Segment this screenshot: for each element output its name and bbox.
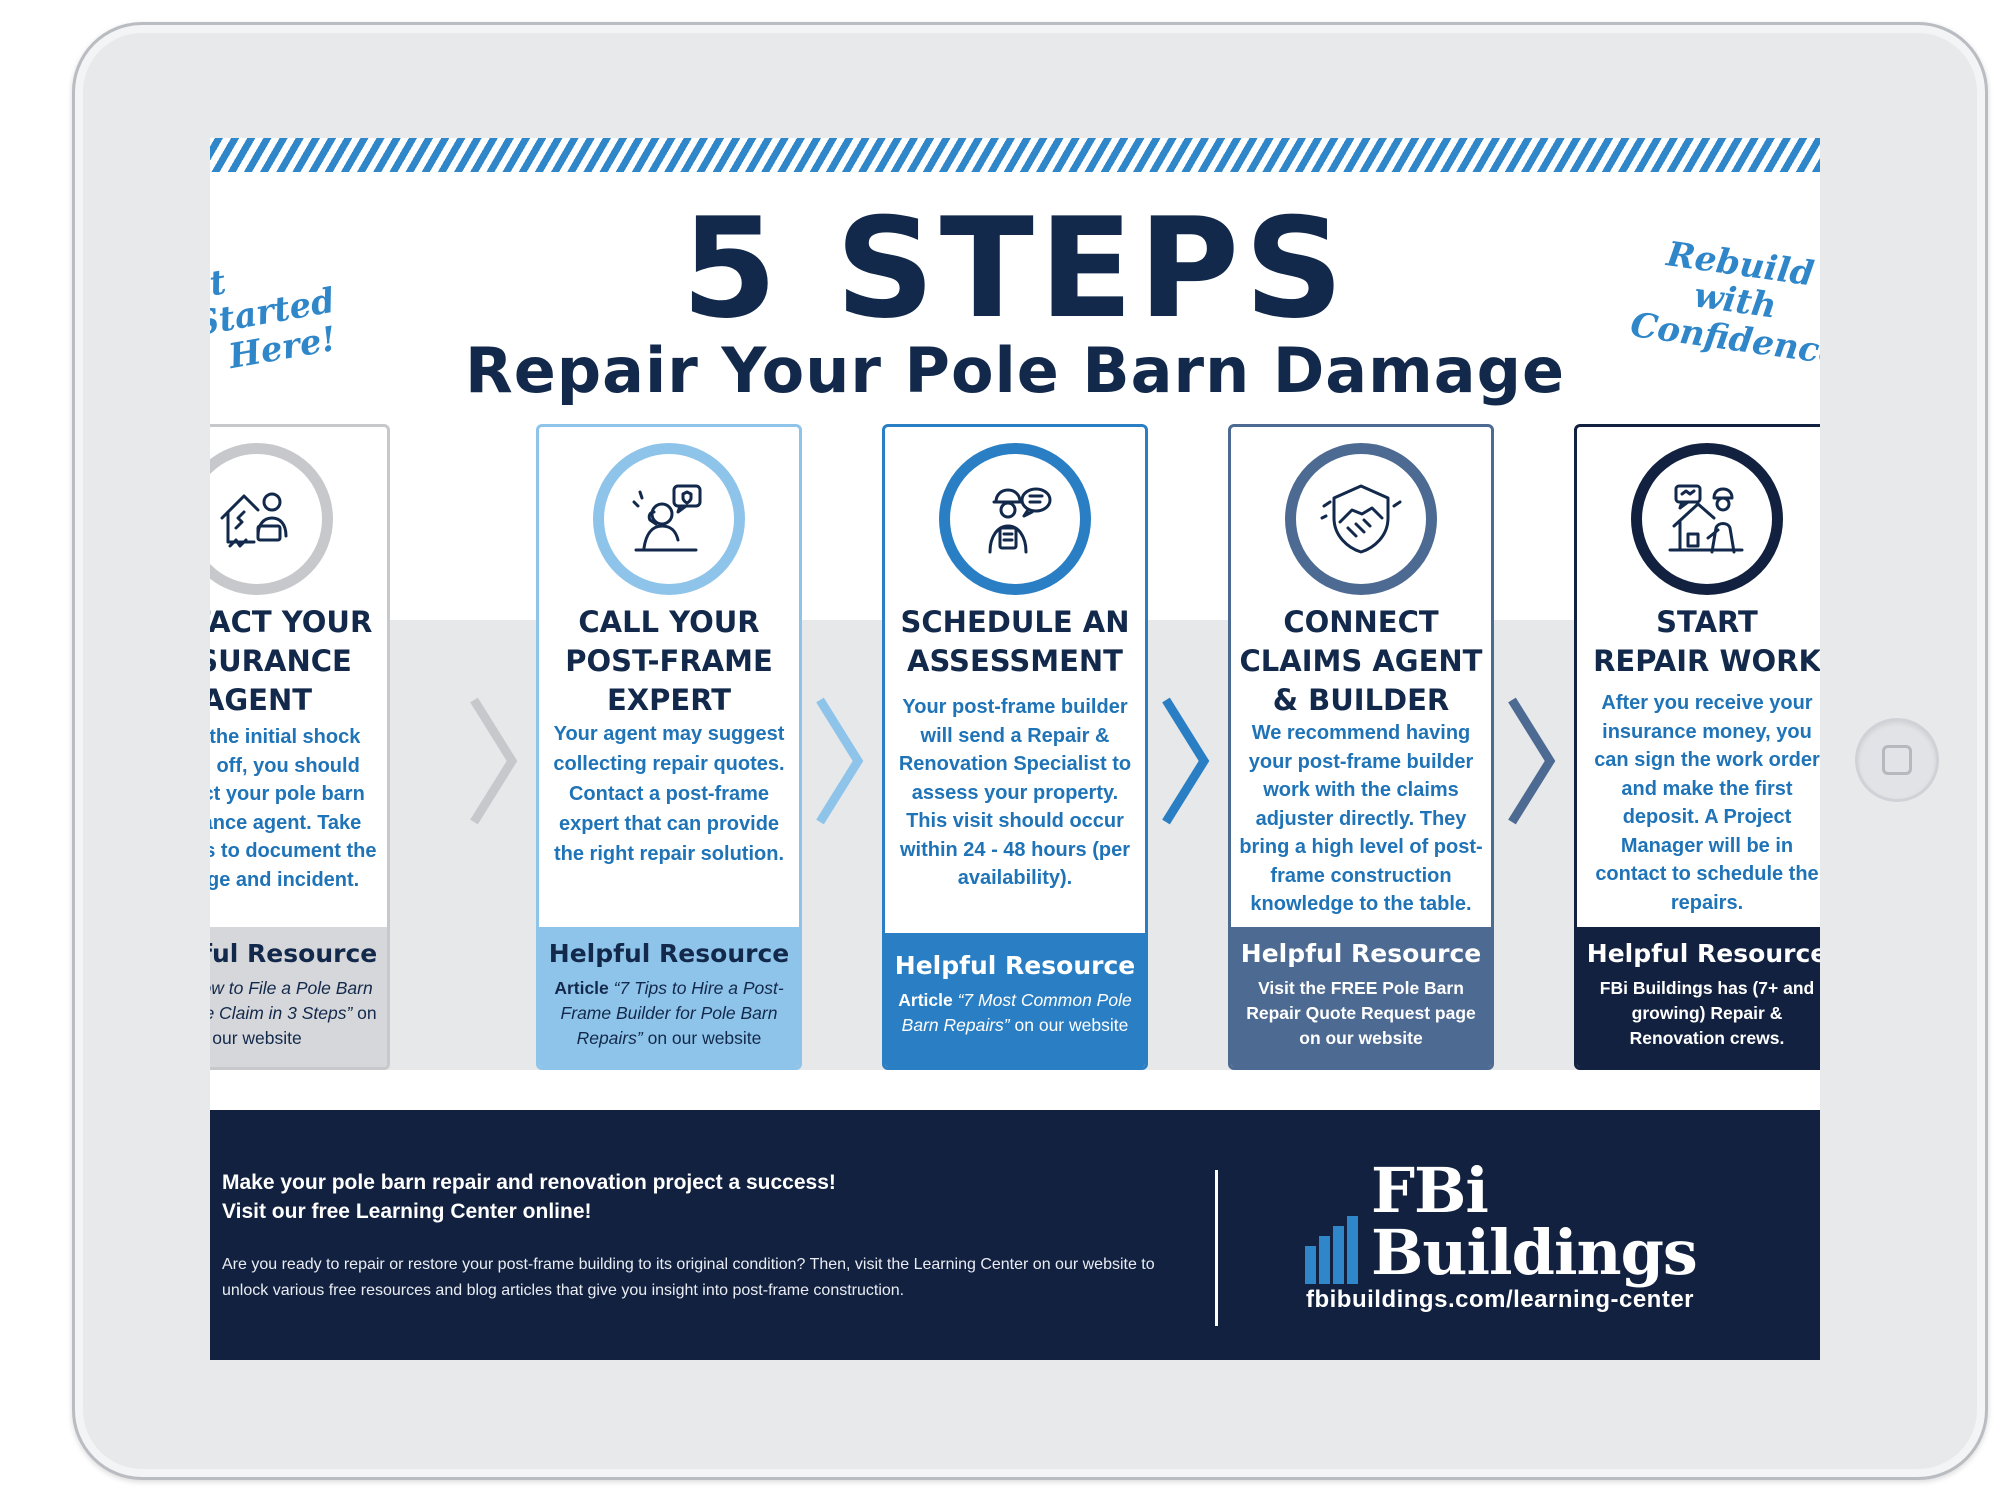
fbi-buildings-logo[interactable]: FBi Buildings (1305, 1160, 1820, 1284)
step-card-insurance-agent: ONTACT YOUR INSURANCE AGENT Once the ini… (210, 424, 390, 1070)
worker-house-icon (1631, 443, 1783, 595)
step-body: We recommend having your post-frame buil… (1239, 722, 1483, 915)
footer-divider (1215, 1170, 1218, 1326)
learning-center-link[interactable]: fbibuildings.com/learning-center (1305, 1286, 1695, 1313)
chevron-right-icon (470, 697, 518, 825)
step-title: START REPAIR WORK (1593, 605, 1820, 678)
resource-text: FBi Buildings has (7+ and growing) Repai… (1599, 978, 1815, 1048)
resource-article-title: “How to File a Pole Barn Insurance Claim… (210, 978, 373, 1023)
helpful-resource: Helpful Resource Article “7 Tips to Hire… (539, 927, 799, 1067)
resource-title: Helpful Resource (1240, 939, 1482, 968)
chevron-right-icon (1508, 697, 1556, 825)
resource-prefix: Article (554, 978, 614, 998)
home-square-icon (1882, 745, 1912, 775)
footer-lead: Make your pole barn repair and renovatio… (222, 1168, 942, 1226)
resource-title: Helpful Resource (210, 939, 378, 968)
resource-prefix: Article (898, 990, 958, 1010)
helpful-resource: Helpful Resource Article “7 Most Common … (885, 933, 1145, 1067)
footer-lead-line2: Visit our free Learning Center online! (222, 1200, 592, 1223)
step-card-start-repair: START REPAIR WORK After you receive your… (1574, 424, 1820, 1070)
chevron-right-icon (816, 697, 864, 825)
footer-banner: Make your pole barn repair and renovatio… (210, 1110, 1820, 1360)
resource-suffix: on our website (642, 1028, 762, 1048)
step-card-post-frame-expert: CALL YOUR POST-FRAME EXPERT Your agent m… (536, 424, 802, 1070)
resource-text[interactable]: rticle “How to File a Pole Barn Insuranc… (210, 976, 381, 1051)
page-subtitle: Repair Your Pole Barn Damage (464, 334, 1565, 407)
step-title: SCHEDULE AN ASSESSMENT (900, 605, 1130, 678)
chevron-right-icon (1162, 697, 1210, 825)
step-card-assessment: SCHEDULE AN ASSESSMENT Your post-frame b… (882, 424, 1148, 1070)
specialist-clipboard-icon (939, 443, 1091, 595)
step-card-claims-builder: CONNECT CLAIMS AGENT & BUILDER We recomm… (1228, 424, 1494, 1070)
logo-bars-icon (1305, 1216, 1361, 1284)
infographic-screen: et Started Here! Rebuild with Confidence… (210, 138, 1820, 1360)
resource-text[interactable]: Visit the FREE Pole Barn Repair Quote Re… (1246, 978, 1476, 1048)
step-body: Once the initial shock wears off, you sh… (210, 726, 377, 891)
handshake-shield-icon (1285, 443, 1437, 595)
resource-title: Helpful Resource (548, 939, 790, 968)
resource-text[interactable]: Article “7 Tips to Hire a Post-Frame Bui… (545, 976, 793, 1051)
phone-call-icon (593, 443, 745, 595)
striped-top-border (210, 138, 1820, 172)
resource-article-title: “7 Tips to Hire a Post-Frame Builder for… (560, 978, 784, 1048)
helpful-resource: Helpful Resource FBi Buildings has (7+ a… (1577, 927, 1820, 1067)
resource-article-title: “7 Most Common Pole Barn Repairs” (901, 990, 1132, 1035)
helpful-resource: Helpful Resource Visit the FREE Pole Bar… (1231, 927, 1491, 1067)
step-title: CALL YOUR POST-FRAME EXPERT (565, 605, 773, 717)
resource-title: Helpful Resource (1586, 939, 1820, 968)
step-title: CONNECT CLAIMS AGENT & BUILDER (1239, 605, 1483, 717)
resource-text[interactable]: Article “7 Most Common Pole Barn Repairs… (891, 988, 1139, 1038)
helpful-resource: Helpful Resource rticle “How to File a P… (210, 927, 387, 1067)
step-body: Your post-frame builder will send a Repa… (898, 696, 1132, 889)
step-body: Your agent may suggest collecting repair… (553, 723, 785, 865)
footer-lead-line1: Make your pole barn repair and renovatio… (222, 1171, 836, 1194)
footer-paragraph: Are you ready to repair or restore your … (222, 1256, 1155, 1299)
resource-suffix: on our website (212, 1003, 377, 1048)
step-body: After you receive your insurance money, … (1594, 692, 1820, 914)
resource-title: Helpful Resource (894, 951, 1136, 980)
home-button[interactable] (1855, 718, 1939, 802)
logo-text: FBi Buildings (1371, 1154, 1698, 1289)
house-damage-agent-icon (210, 443, 333, 595)
step-title: ONTACT YOUR INSURANCE AGENT (210, 605, 373, 717)
page-title: 5 STEPS (681, 188, 1349, 349)
resource-suffix: on our website (1009, 1015, 1129, 1035)
